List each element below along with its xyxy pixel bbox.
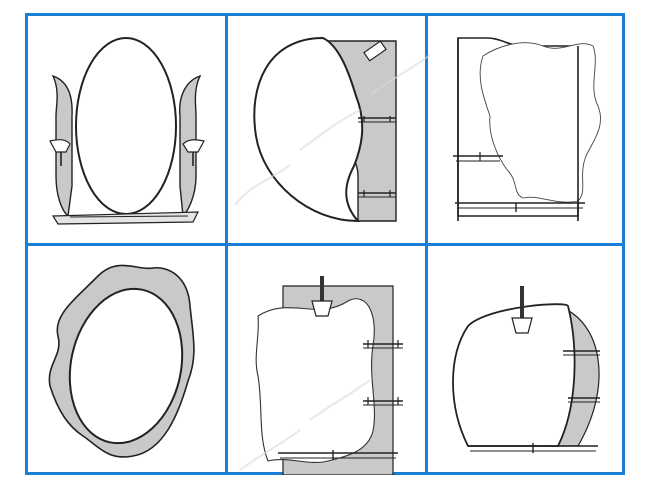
mirror-panel-3[interactable] — [428, 16, 625, 243]
curved-mirror-with-lamp-and-shelves-icon — [452, 286, 600, 453]
mirror-panel-1[interactable] — [28, 16, 225, 243]
mirror-panel-6[interactable] — [428, 246, 625, 475]
mirror-panel-4[interactable] — [28, 246, 225, 475]
grid-divider-horizontal — [28, 243, 622, 246]
wavy-mirror-with-frame-icon — [453, 37, 601, 221]
wavy-mirror-with-lamp-and-shelves-icon — [255, 276, 403, 475]
oval-mirror-with-tulip-sconces-icon — [49, 37, 205, 225]
mirror-panel-5[interactable] — [228, 246, 425, 475]
egg-mirror-with-side-shelves-icon — [253, 36, 397, 223]
scalloped-oval-mirror-icon — [48, 264, 195, 458]
mirror-panel-2[interactable] — [228, 16, 425, 243]
mirror-catalog-grid — [25, 13, 625, 475]
